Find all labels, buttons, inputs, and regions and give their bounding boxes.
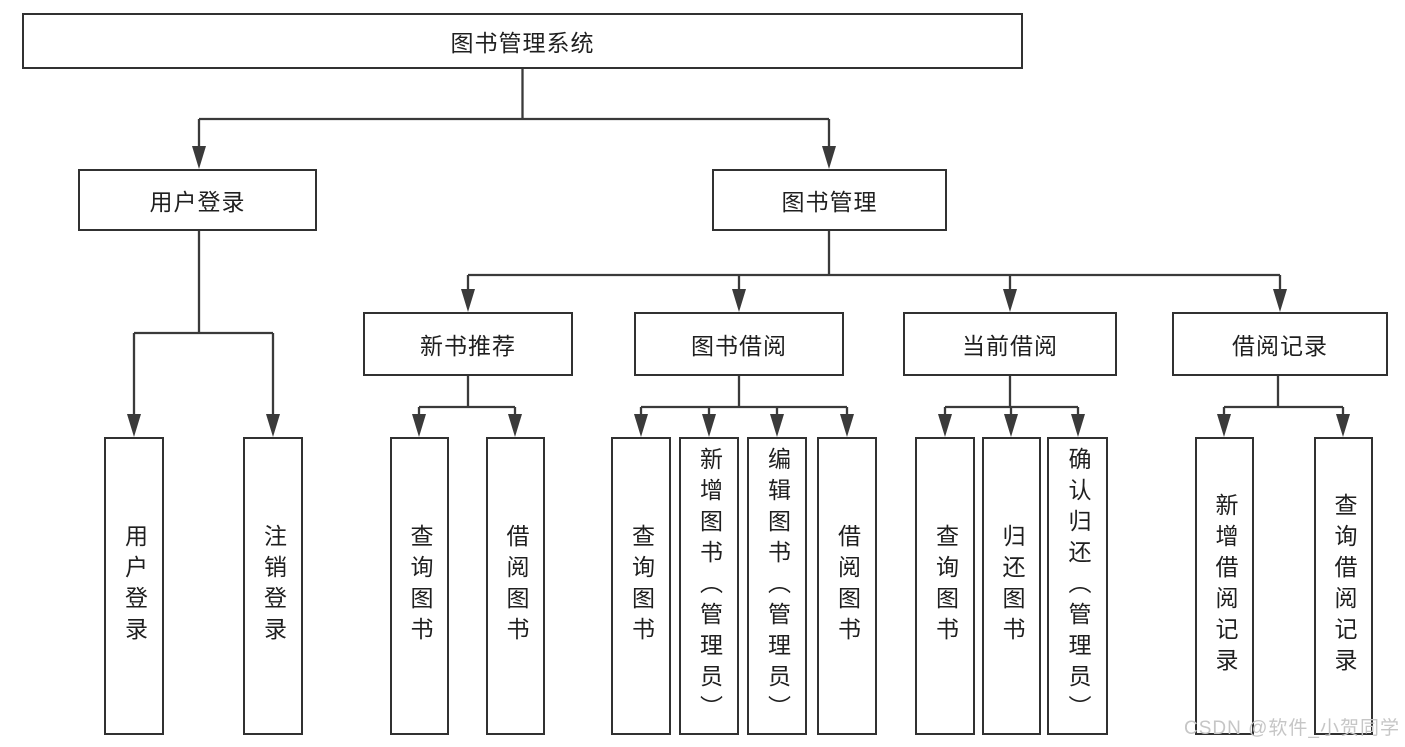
node-label: 用户登录 — [121, 524, 148, 648]
node-nbr-query-books: 查询图书 — [390, 437, 449, 735]
node-cb-return-books: 归还图书 — [982, 437, 1041, 735]
csdn-watermark: CSDN @软件_小贺同学 — [1184, 718, 1400, 739]
node-label: 查询图书 — [407, 524, 433, 648]
node-book-management: 图书管理 — [712, 169, 947, 231]
node-label: 新增借阅记录 — [1212, 493, 1238, 679]
node-book-borrowing: 图书借阅 — [634, 312, 844, 376]
edges-book-management-branch — [461, 231, 1287, 312]
node-new-book-recommendation: 新书推荐 — [363, 312, 573, 376]
node-label: 当前借阅 — [962, 333, 1058, 359]
node-current-borrowing: 当前借阅 — [903, 312, 1117, 376]
node-label: 查询借阅记录 — [1331, 493, 1357, 679]
node-logout-leaf: 注销登录 — [243, 437, 303, 735]
node-borrowing-records: 借阅记录 — [1172, 312, 1388, 376]
node-cb-confirm-return-admin: 确认归还（管理员） — [1047, 437, 1108, 735]
node-nbr-borrow-books: 借阅图书 — [486, 437, 545, 735]
edges-current-borrowing-branch — [938, 376, 1085, 437]
node-label: 图书管理系统 — [450, 30, 595, 56]
node-label: 借阅记录 — [1232, 333, 1328, 359]
edges-book-borrowing-branch — [634, 376, 854, 437]
node-label: 查询图书 — [628, 524, 655, 648]
node-bb-query-books: 查询图书 — [611, 437, 671, 735]
edges-new-book-recommendation-branch — [412, 376, 522, 437]
node-br-query-record: 查询借阅记录 — [1314, 437, 1373, 735]
node-label: 归还图书 — [999, 524, 1025, 648]
node-label: 借阅图书 — [503, 524, 529, 648]
edges-borrowing-records-branch — [1217, 376, 1350, 437]
node-user-login: 用户登录 — [78, 169, 317, 231]
node-bb-add-books-admin: 新增图书（管理员） — [679, 437, 739, 735]
node-label: 借阅图书 — [834, 524, 861, 648]
node-label: 编辑图书（管理员） — [764, 446, 791, 726]
node-library-management-system: 图书管理系统 — [22, 13, 1023, 69]
node-bb-borrow-books: 借阅图书 — [817, 437, 877, 735]
node-label: 确认归还（管理员） — [1065, 446, 1091, 726]
edges-root-to-level2 — [192, 69, 836, 169]
node-label: 图书管理 — [781, 189, 878, 215]
node-label: 用户登录 — [149, 189, 246, 215]
edges-user-login-branch — [127, 231, 280, 437]
node-user-login-leaf: 用户登录 — [104, 437, 164, 735]
node-bb-edit-books-admin: 编辑图书（管理员） — [747, 437, 807, 735]
node-label: 查询图书 — [932, 524, 959, 648]
node-cb-query-books: 查询图书 — [915, 437, 975, 735]
node-br-add-record: 新增借阅记录 — [1195, 437, 1254, 735]
node-label: 新增图书（管理员） — [696, 446, 723, 726]
node-label: 新书推荐 — [420, 333, 516, 359]
node-label: 注销登录 — [260, 524, 287, 648]
node-label: 图书借阅 — [691, 333, 787, 359]
